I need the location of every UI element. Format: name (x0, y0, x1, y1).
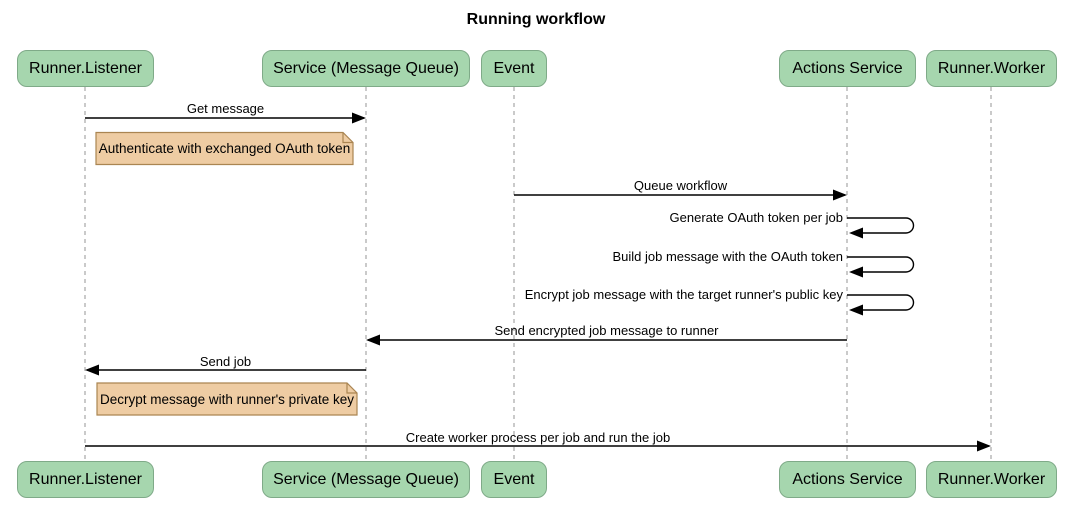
message-arrow-create-worker-process (85, 440, 991, 452)
participant-box-service-message-queue-bottom: Service (Message Queue) (262, 461, 470, 498)
message-label-queue-workflow: Queue workflow (633, 178, 728, 193)
participant-label: Event (493, 59, 535, 77)
message-label-send-encrypted-job-message: Send encrypted job message to runner (494, 323, 719, 338)
participant-box-service-message-queue-top: Service (Message Queue) (262, 50, 470, 87)
note-shape-authenticate (95, 131, 354, 166)
message-arrow-send-encrypted-job-message (366, 334, 847, 346)
message-arrow-get-message (85, 112, 366, 124)
participant-label: Runner.Worker (937, 470, 1046, 488)
participant-label: Actions Service (792, 470, 903, 488)
lifelines (84, 87, 992, 462)
participant-box-runner-worker-top: Runner.Worker (926, 50, 1057, 87)
message-label-build-job-message: Build job message with the OAuth token (612, 249, 843, 264)
message-arrow-queue-workflow (514, 189, 847, 201)
participant-box-runner-worker-bottom: Runner.Worker (926, 461, 1057, 498)
participant-box-actions-service-bottom: Actions Service (779, 461, 916, 498)
participant-box-event-bottom: Event (481, 461, 547, 498)
message-arrow-send-job (85, 364, 366, 376)
participant-label: Service (Message Queue) (273, 59, 459, 77)
message-label-create-worker-process: Create worker process per job and run th… (405, 430, 671, 445)
message-label-generate-oauth-token: Generate OAuth token per job (669, 210, 843, 225)
participant-label: Runner.Listener (29, 470, 142, 488)
participant-box-actions-service-top: Actions Service (779, 50, 916, 87)
self-arrow-build-job-message (847, 256, 915, 278)
self-arrow-generate-oauth-token (847, 217, 915, 239)
message-label-encrypt-job-message: Encrypt job message with the target runn… (524, 287, 843, 302)
note-decrypt: Decrypt message with runner's private ke… (100, 391, 354, 407)
participant-box-event-top: Event (481, 50, 547, 87)
note-shape-decrypt (96, 382, 358, 416)
participant-label: Runner.Listener (29, 59, 142, 77)
message-label-send-job: Send job (199, 354, 252, 369)
participant-box-runner-listener-top: Runner.Listener (17, 50, 154, 87)
note-authenticate: Authenticate with exchanged OAuth token (98, 141, 351, 156)
self-arrow-encrypt-job-message (847, 294, 915, 316)
participant-label: Service (Message Queue) (273, 470, 459, 488)
diagram-title: Running workflow (466, 11, 606, 28)
participant-label: Runner.Worker (937, 59, 1046, 77)
participant-box-runner-listener-bottom: Runner.Listener (17, 461, 154, 498)
participant-label: Actions Service (792, 59, 903, 77)
message-label-get-message: Get message (186, 101, 265, 116)
participant-label: Event (493, 470, 535, 488)
